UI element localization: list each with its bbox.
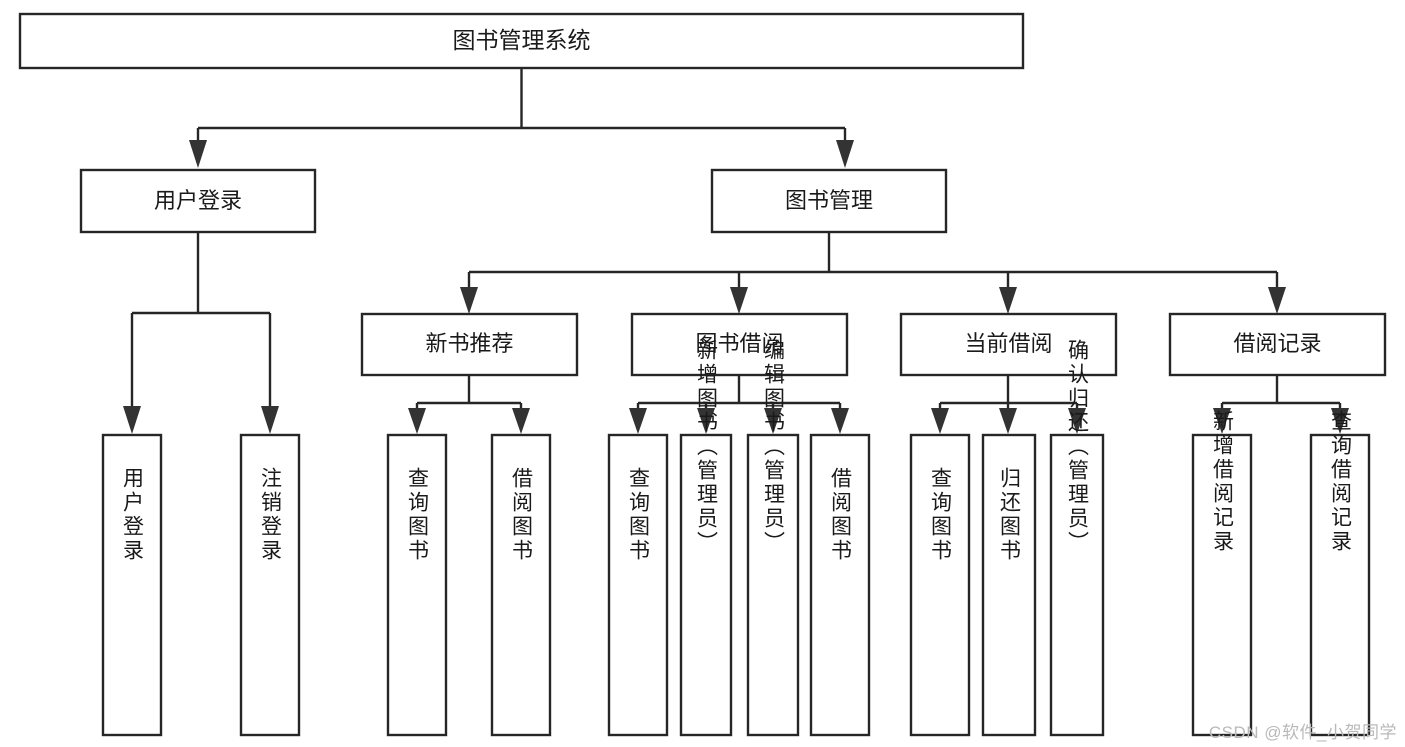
node-leaf-add-record-label: 新增借阅记录 (1211, 410, 1235, 554)
node-leaf-query-record-label: 查询借阅记录 (1329, 410, 1353, 554)
node-leaf-user-login[interactable]: 用户登录 (101, 433, 163, 737)
node-leaf-edit-book[interactable]: 编辑图书（管理员） (746, 339, 800, 737)
node-book-borrow[interactable]: 图书借阅 (630, 312, 849, 377)
connector-current-borrow-to-leaves (931, 375, 1086, 434)
node-leaf-query-book-1-label: 查询图书 (406, 467, 430, 563)
node-current-borrow-label: 当前借阅 (964, 331, 1052, 356)
connector-book-borrow-to-leaves (629, 375, 849, 434)
node-book-borrow-label: 图书借阅 (695, 331, 783, 356)
node-leaf-query-record[interactable]: 查询借阅记录 (1309, 410, 1371, 737)
node-leaf-query-book-3-label: 查询图书 (929, 467, 953, 563)
node-book-management[interactable]: 图书管理 (710, 168, 948, 234)
node-leaf-logout-login[interactable]: 注销登录 (239, 433, 301, 737)
node-current-borrow[interactable]: 当前借阅 (899, 312, 1118, 377)
node-leaf-return-book[interactable]: 归还图书 (981, 433, 1037, 737)
node-leaf-query-book-2[interactable]: 查询图书 (607, 433, 669, 737)
node-leaf-logout-login-label: 注销登录 (259, 467, 283, 563)
connector-borrow-record-to-leaves (1213, 375, 1349, 434)
node-leaf-add-book[interactable]: 新增图书（管理员） (679, 339, 733, 737)
connector-user-login-to-leaves (123, 232, 279, 434)
connector-book-management-to-level3 (460, 232, 1286, 314)
node-root-label: 图书管理系统 (453, 27, 591, 53)
node-leaf-add-book-label: 新增图书（管理员） (695, 339, 719, 555)
watermark-text: CSDN @软件_小贺同学 (1208, 723, 1397, 742)
connector-new-book-recommend-to-leaves (408, 375, 530, 434)
node-leaf-add-record[interactable]: 新增借阅记录 (1191, 410, 1253, 737)
node-borrow-record-label: 借阅记录 (1233, 331, 1321, 356)
node-user-login-label: 用户登录 (154, 188, 242, 213)
connector-root-to-level2 (189, 68, 854, 168)
node-root[interactable]: 图书管理系统 (18, 12, 1025, 70)
node-leaf-query-book-1[interactable]: 查询图书 (386, 433, 448, 737)
node-leaf-borrow-book-2[interactable]: 借阅图书 (809, 433, 871, 737)
node-leaf-return-book-label: 归还图书 (998, 467, 1022, 563)
node-borrow-record[interactable]: 借阅记录 (1168, 312, 1387, 377)
node-leaf-query-book-2-label: 查询图书 (627, 467, 651, 563)
node-leaf-confirm-return-label: 确认归还（管理员） (1066, 339, 1090, 555)
node-leaf-query-book-3[interactable]: 查询图书 (909, 433, 971, 737)
node-book-management-label: 图书管理 (785, 188, 873, 213)
node-leaf-edit-book-label: 编辑图书（管理员） (762, 339, 786, 555)
node-leaf-borrow-book-1-label: 借阅图书 (510, 467, 534, 563)
node-leaf-user-login-label: 用户登录 (121, 467, 145, 563)
node-leaf-confirm-return[interactable]: 确认归还（管理员） (1049, 339, 1105, 737)
node-new-book-recommend-label: 新书推荐 (425, 331, 513, 356)
node-leaf-borrow-book-2-label: 借阅图书 (829, 467, 853, 563)
node-leaf-borrow-book-1[interactable]: 借阅图书 (490, 433, 552, 737)
node-user-login[interactable]: 用户登录 (79, 168, 317, 234)
node-new-book-recommend[interactable]: 新书推荐 (360, 312, 579, 377)
